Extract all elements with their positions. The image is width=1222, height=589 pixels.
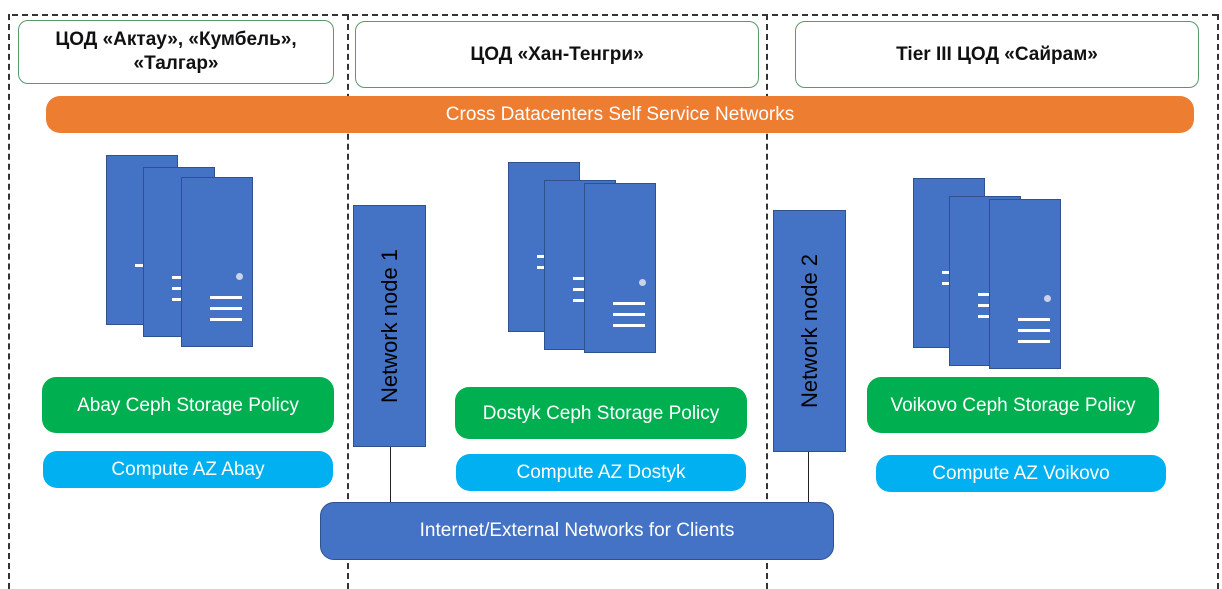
network-node-1-label: Network node 1 xyxy=(376,248,402,404)
external-networks-bar: Internet/External Networks for Clients xyxy=(320,502,834,560)
compute-az-abay: Compute AZ Abay xyxy=(43,451,333,488)
boundary-top xyxy=(12,14,1218,16)
compute-az-voikovo: Compute AZ Voikovo xyxy=(876,455,1166,492)
server-icon xyxy=(181,177,253,347)
server-icon xyxy=(584,183,656,353)
network-node-2: Network node 2 xyxy=(773,210,846,452)
datacenter-title-aktau: ЦОД «Актау», «Кумбель», «Талгар» xyxy=(18,20,334,84)
compute-az-dostyk: Compute AZ Dostyk xyxy=(456,454,746,491)
network-node-1: Network node 1 xyxy=(353,205,426,447)
network-node-2-label: Network node 2 xyxy=(796,253,822,409)
connector-node-2 xyxy=(808,452,809,503)
boundary-right xyxy=(1217,14,1219,589)
cross-datacenter-networks-banner: Cross Datacenters Self Service Networks xyxy=(46,96,1194,133)
datacenter-title-sayram: Tier III ЦОД «Сайрам» xyxy=(795,21,1199,88)
connector-node-1 xyxy=(390,447,391,503)
storage-policy-abay: Abay Ceph Storage Policy xyxy=(42,377,334,433)
storage-policy-dostyk: Dostyk Ceph Storage Policy xyxy=(455,387,747,439)
boundary-left xyxy=(8,14,10,589)
datacenter-title-khan-tengri: ЦОД «Хан-Тенгри» xyxy=(355,21,759,88)
server-icon xyxy=(989,199,1061,369)
storage-policy-voikovo: Voikovo Ceph Storage Policy xyxy=(867,377,1159,433)
